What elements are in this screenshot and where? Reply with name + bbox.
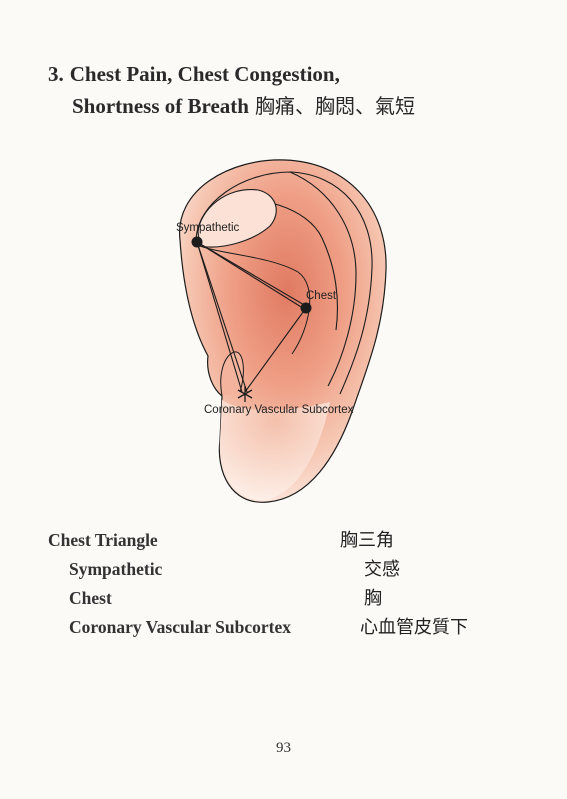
sympathetic-point — [191, 236, 203, 248]
title-chinese: 胸痛、胸悶、氣短 — [254, 94, 415, 118]
line-symp-coronary-b — [196, 241, 248, 393]
point-name-zh: 交感 — [364, 559, 400, 580]
label-chest: Chest — [306, 290, 337, 302]
coronary-point — [237, 386, 253, 402]
point-name-zh: 胸三角 — [340, 530, 394, 551]
point-name-en: Sympathetic — [69, 559, 163, 579]
line-chest-coronary — [244, 307, 307, 393]
line-symp-chest-a — [196, 241, 307, 307]
line-symp-coronary-a — [196, 241, 243, 393]
point-name-zh: 胸 — [364, 588, 382, 609]
label-coronary-vascular-subcortex: Coronary Vascular Subcortex — [204, 404, 354, 416]
title-line-1: 3.Chest Pain, Chest Congestion, — [48, 62, 340, 86]
ear-illustration — [179, 159, 387, 503]
point-name-en: Coronary Vascular Subcortex — [69, 617, 292, 637]
section-title: 3.Chest Pain, Chest Congestion, Shortnes… — [48, 58, 415, 122]
helix-fold-2 — [289, 171, 357, 387]
line-symp-chest-b — [196, 241, 307, 311]
fossa-outline — [197, 189, 277, 248]
page-number: 93 — [276, 740, 291, 756]
point-name-en: Chest — [69, 588, 112, 608]
chest-point — [300, 302, 312, 314]
point-name-zh: 心血管皮質下 — [360, 617, 468, 638]
ear-diagram: Sympathetic Chest Coronary Vascular Subc… — [160, 150, 410, 515]
helix-fold-1 — [195, 171, 373, 395]
ear-lobe — [219, 400, 330, 501]
concha-rim — [199, 245, 311, 355]
point-name-en: Chest Triangle — [48, 530, 158, 550]
label-sympathetic: Sympathetic — [176, 222, 240, 234]
section-number: 3. — [48, 62, 64, 86]
